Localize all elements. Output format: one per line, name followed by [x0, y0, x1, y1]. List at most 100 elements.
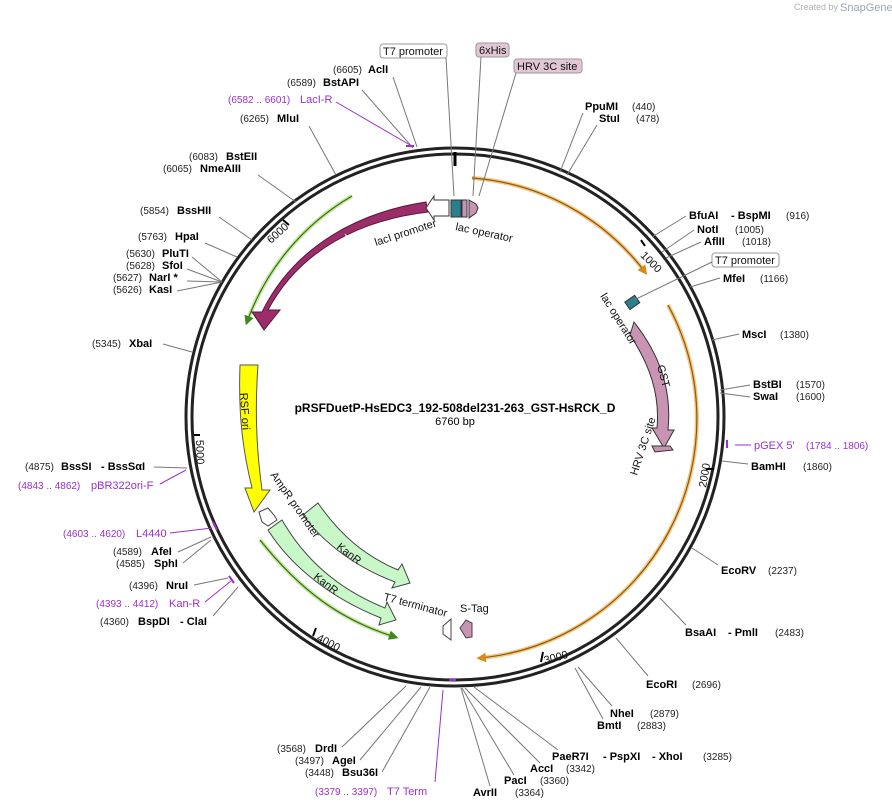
t7-terminator-feature[interactable] [442, 617, 452, 641]
leader-his [472, 56, 482, 197]
mfei-name[interactable]: MfeI [723, 273, 745, 285]
kanr-feature-1[interactable] [302, 502, 411, 589]
rsf-ori-feature[interactable] [239, 364, 271, 514]
t7term-name[interactable]: T7 Term [387, 786, 427, 798]
laci-promoter-feature[interactable] [425, 194, 450, 222]
pbr322-name[interactable]: pBR322ori-F [91, 480, 154, 492]
nrui-name[interactable]: NruI [166, 580, 188, 592]
bfuai-name[interactable]: BfuAI [689, 210, 718, 222]
hrv-label: HRV 3C site [517, 61, 577, 73]
bsssi-alt[interactable]: - BssSαI [101, 461, 145, 473]
sphi-name[interactable]: SphI [154, 558, 178, 570]
pluti-pos: (5630) [126, 249, 155, 260]
paer7i-alt1[interactable]: - PspXI [603, 751, 640, 763]
leader-bmti [574, 667, 604, 720]
laci-r-name[interactable]: LacI-R [300, 94, 332, 106]
bsaai-alt[interactable]: - PmlI [728, 627, 758, 639]
bsteii-name[interactable]: BstEII [226, 151, 257, 163]
bsshii-name[interactable]: BssHII [177, 205, 211, 217]
leader-xbai [162, 343, 193, 353]
leader-mlui [308, 125, 337, 176]
paci-name[interactable]: PacI [504, 775, 527, 787]
afei-pos: (4589) [113, 547, 142, 558]
lac-operator-top[interactable] [450, 199, 462, 218]
acci-pos: (3342) [566, 764, 595, 775]
gst-feature[interactable] [629, 320, 675, 449]
ecorv-name[interactable]: EcoRV [721, 565, 757, 577]
mlui-name[interactable]: MluI [277, 113, 299, 125]
lac-operator-right[interactable] [624, 294, 641, 311]
hrv-box[interactable] [513, 58, 583, 74]
ecorv-pos: (2237) [768, 566, 797, 577]
pluti-name[interactable]: PluTI [162, 248, 189, 260]
t7-promoter-top-box[interactable] [379, 43, 448, 59]
agei-name[interactable]: AgeI [332, 755, 356, 767]
stag-feature[interactable] [459, 619, 473, 639]
nari-name[interactable]: NarI * [149, 272, 178, 284]
msci-name[interactable]: MscI [742, 329, 766, 341]
snapgene-logo: SnapGene [840, 2, 892, 14]
paer7i-alt2[interactable]: - XhoI [652, 751, 683, 763]
leader-pluti [191, 256, 223, 283]
l4440-name[interactable]: L4440 [136, 528, 167, 540]
xbai-name[interactable]: XbaI [129, 338, 152, 350]
tick-2000: 2000 [697, 462, 713, 488]
bspdi-alt[interactable]: - ClaI [180, 616, 207, 628]
t7-promoter-right-label: T7 promoter [715, 255, 775, 267]
leader-paci [461, 687, 515, 776]
leader-bstapi [361, 89, 414, 149]
bfuai-alt[interactable]: - BspMI [731, 210, 771, 222]
paer7i-name[interactable]: PaeR7I [552, 751, 589, 763]
nhei-name[interactable]: NheI [610, 708, 634, 720]
kanr-feature-2[interactable] [267, 519, 397, 626]
orf-arc-right-line [476, 304, 698, 663]
kanr-primer-pos: (4393 .. 4412) [96, 599, 158, 610]
stui-name[interactable]: StuI [599, 113, 620, 125]
kanr-primer-name[interactable]: Kan-R [169, 598, 200, 610]
leader-drdi [341, 685, 407, 748]
leader-stui [566, 124, 598, 176]
hrv-feature-right[interactable] [651, 445, 674, 453]
his-tag-feature[interactable] [461, 199, 468, 218]
acli-name[interactable]: AclI [368, 64, 388, 76]
ecori-name[interactable]: EcoRI [646, 679, 677, 691]
his-tag-box[interactable] [475, 42, 510, 58]
agei-pos: (3497) [295, 756, 324, 767]
swai-name[interactable]: SwaI [753, 391, 778, 403]
bstapi-name[interactable]: BstAPI [323, 77, 359, 89]
rsf-ori-label: RSF ori [237, 392, 252, 430]
bamhi-name[interactable]: BamHI [751, 461, 786, 473]
laci-feature[interactable] [251, 201, 429, 331]
mfei-pos: (1166) [760, 274, 788, 285]
noti-name[interactable]: NotI [697, 224, 718, 236]
pgex-name[interactable]: pGEX 5' [754, 440, 795, 452]
leader-nhei [577, 666, 613, 707]
leader-bspdi [212, 586, 239, 617]
paci-pos: (3360) [540, 776, 569, 787]
aflii-name[interactable]: AflII [704, 236, 725, 248]
afei-name[interactable]: AfeI [151, 546, 172, 558]
ampr-promoter-feature[interactable] [258, 507, 278, 527]
kasi-name[interactable]: KasI [149, 284, 172, 296]
avrii-name[interactable]: AvrII [473, 787, 497, 799]
bmti-name[interactable]: BmtI [597, 720, 621, 732]
ppumi-name[interactable]: PpuMI [585, 101, 618, 113]
orf-arc-laci [245, 194, 354, 323]
bsssi-name[interactable]: BssSI [61, 461, 92, 473]
hpai-name[interactable]: HpaI [175, 231, 199, 243]
bsu36i-name[interactable]: Bsu36I [342, 767, 378, 779]
t7-promoter-right-box[interactable] [711, 252, 780, 268]
bspdi-name[interactable]: BspDI [138, 616, 170, 628]
drdi-name[interactable]: DrdI [315, 743, 337, 755]
bsaai-name[interactable]: BsaAI [685, 627, 716, 639]
hrv-feature-top[interactable] [468, 199, 479, 219]
nmeaiii-name[interactable]: NmeAIII [200, 163, 241, 175]
sfoi-name[interactable]: SfoI [162, 260, 183, 272]
acci-name[interactable]: AccI [530, 763, 553, 775]
l4440-mark [212, 521, 218, 531]
tick-mark-1000 [640, 239, 646, 247]
msci-pos: (1380) [780, 330, 809, 341]
nmeaiii-pos: (6065) [163, 164, 192, 175]
mlui-pos: (6265) [240, 114, 269, 125]
bstbi-name[interactable]: BstBI [753, 379, 782, 391]
